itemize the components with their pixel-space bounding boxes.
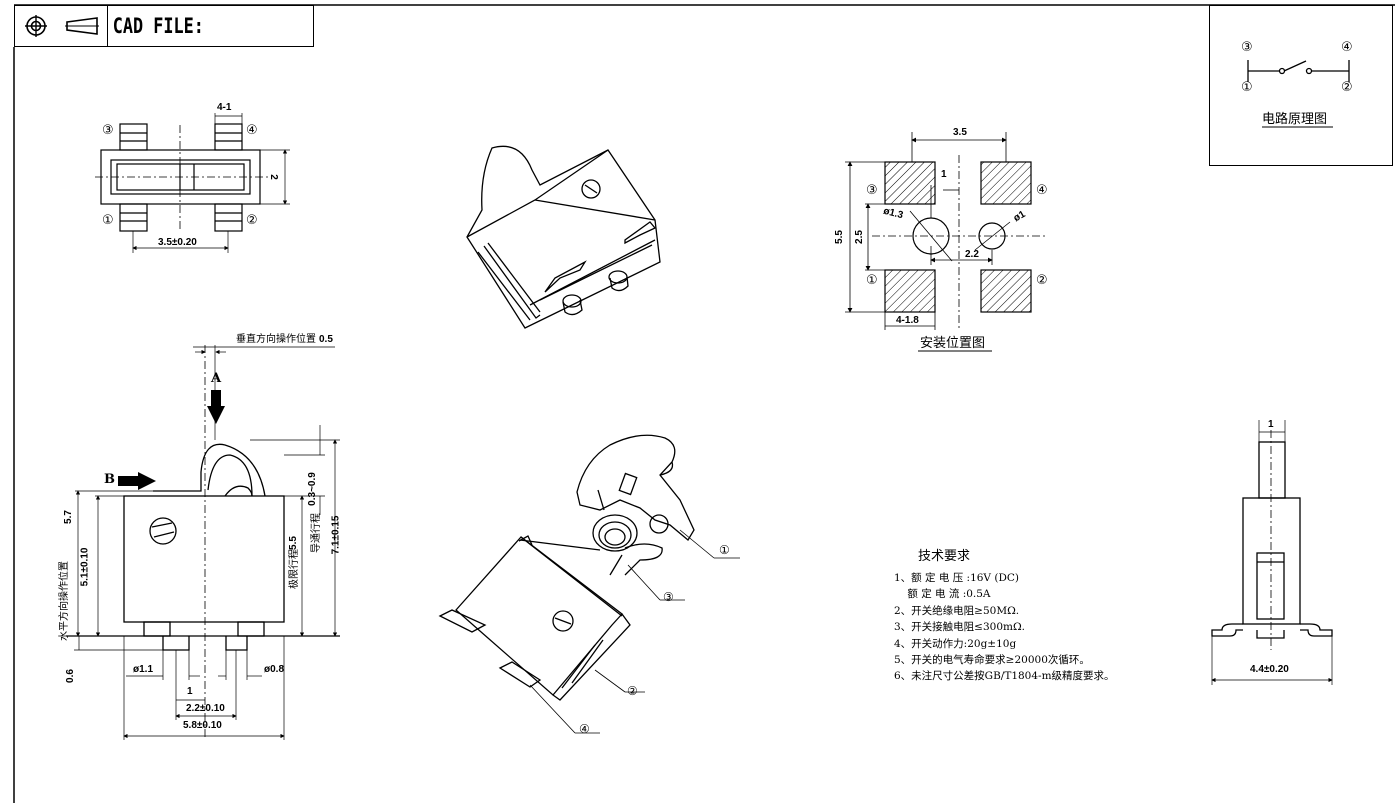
top-terminal-1: ① bbox=[102, 213, 114, 228]
requirement-line: 额 定 电 流 :0.5A bbox=[894, 588, 991, 601]
mount-dim-1: 1 bbox=[941, 169, 947, 180]
side-view-drawing bbox=[1211, 420, 1333, 685]
exploded-view-drawing bbox=[438, 434, 695, 701]
arrow-a-icon bbox=[207, 390, 225, 424]
target-crosshair-icon bbox=[24, 15, 47, 37]
horizontal-op-label: 水平方向操作位置 bbox=[59, 561, 70, 641]
mount-terminal-3: ③ bbox=[866, 183, 878, 198]
front-dim-limit: 5.5 bbox=[287, 536, 299, 550]
requirement-line: 1、额 定 电 压 :16V (DC) bbox=[894, 572, 1019, 584]
truncated-cone-icon bbox=[64, 17, 99, 35]
guide-travel-label: 导通行程 bbox=[311, 513, 322, 553]
mount-dim-2-5: 2.5 bbox=[853, 230, 865, 244]
front-dim-5-8: 5.8±0.10 bbox=[183, 720, 222, 731]
front-view-drawing bbox=[66, 345, 340, 740]
vertical-op-label: 垂直方向操作位置 bbox=[236, 334, 316, 345]
mount-dim-2-2: 2.2 bbox=[965, 249, 979, 260]
exploded-callout-4: ④ bbox=[579, 722, 590, 736]
side-dim-4-4: 4.4±0.20 bbox=[1250, 664, 1289, 675]
technical-requirements: 技术要求 1、额 定 电 压 :16V (DC) 额 定 电 流 :0.5A 2… bbox=[894, 545, 1115, 685]
mount-caption: 安装位置图 bbox=[920, 336, 986, 351]
front-dim-phi1-1: ø1.1 bbox=[133, 664, 154, 675]
title-block: CAD FILE: bbox=[14, 5, 314, 47]
front-dim-1: 1 bbox=[187, 686, 193, 697]
mount-dim-5-5: 5.5 bbox=[833, 230, 845, 244]
requirement-line: 2、开关绝缘电阻≥50MΩ. bbox=[894, 604, 1020, 617]
schematic-drawing bbox=[1247, 60, 1350, 128]
cad-file-label: CAD FILE: bbox=[112, 14, 204, 38]
top-dim-width: 3.5±0.20 bbox=[158, 237, 197, 248]
schematic-terminal-4: ④ bbox=[1341, 40, 1353, 55]
arrow-a-label: A bbox=[211, 371, 222, 386]
requirement-line: 3、开关接触电阻≤300mΩ. bbox=[894, 621, 1026, 634]
front-dim-7-1: 7.1±0.15 bbox=[330, 515, 342, 555]
front-dim-phi0-8: ø0.8 bbox=[264, 664, 285, 675]
projection-symbol bbox=[15, 6, 108, 46]
front-dim-5-1: 5.1±0.10 bbox=[79, 547, 91, 587]
requirement-line: 6、未注尺寸公差按GB/T1804-m级精度要求。 bbox=[894, 670, 1115, 683]
exploded-callout-2: ② bbox=[627, 684, 638, 698]
front-dim-guide: 0.3~0.9 bbox=[306, 472, 318, 506]
top-terminal-2: ② bbox=[246, 213, 258, 228]
exploded-callout-1: ① bbox=[719, 543, 730, 557]
schematic-terminal-3: ③ bbox=[1241, 40, 1253, 55]
vertical-op-value: 0.5 bbox=[319, 334, 333, 345]
mount-dim-3-5: 3.5 bbox=[953, 127, 967, 138]
top-dim-height: 2 bbox=[267, 174, 279, 180]
mount-dim-4-1-8: 4-1.8 bbox=[896, 315, 919, 326]
requirement-line: 4、开关动作力:20g±10g bbox=[894, 637, 1017, 650]
schematic-terminal-1: ① bbox=[1241, 80, 1253, 95]
limit-travel-label: 极限行程 bbox=[289, 549, 300, 589]
top-view-drawing bbox=[95, 113, 290, 253]
exploded-callout-3: ③ bbox=[663, 590, 674, 604]
exploded-callout-leaders bbox=[529, 529, 740, 734]
requirement-line: 5、开关的电气寿命要求≥20000次循环。 bbox=[894, 654, 1090, 667]
front-dim-5-7: 5.7 bbox=[62, 510, 74, 524]
side-dim-1: 1 bbox=[1268, 419, 1274, 430]
arrow-b-icon bbox=[118, 472, 156, 490]
schematic-terminal-2: ② bbox=[1341, 80, 1353, 95]
mount-terminal-1: ① bbox=[866, 273, 878, 288]
front-dim-2-2: 2.2±0.10 bbox=[186, 703, 225, 714]
front-dim-0-6: 0.6 bbox=[64, 669, 76, 683]
arrow-b-label: B bbox=[104, 472, 115, 487]
top-terminal-4: ④ bbox=[246, 123, 258, 138]
mount-terminal-2: ② bbox=[1036, 273, 1048, 288]
isometric-view-drawing bbox=[466, 145, 661, 329]
mount-terminal-4: ④ bbox=[1036, 183, 1048, 198]
top-terminal-3: ③ bbox=[102, 123, 114, 138]
top-dim-pad: 4-1 bbox=[217, 102, 232, 113]
mount-pattern-drawing bbox=[845, 132, 1045, 352]
requirements-title: 技术要求 bbox=[918, 549, 971, 564]
schematic-box bbox=[1209, 5, 1393, 166]
schematic-caption: 电路原理图 bbox=[1262, 112, 1328, 127]
